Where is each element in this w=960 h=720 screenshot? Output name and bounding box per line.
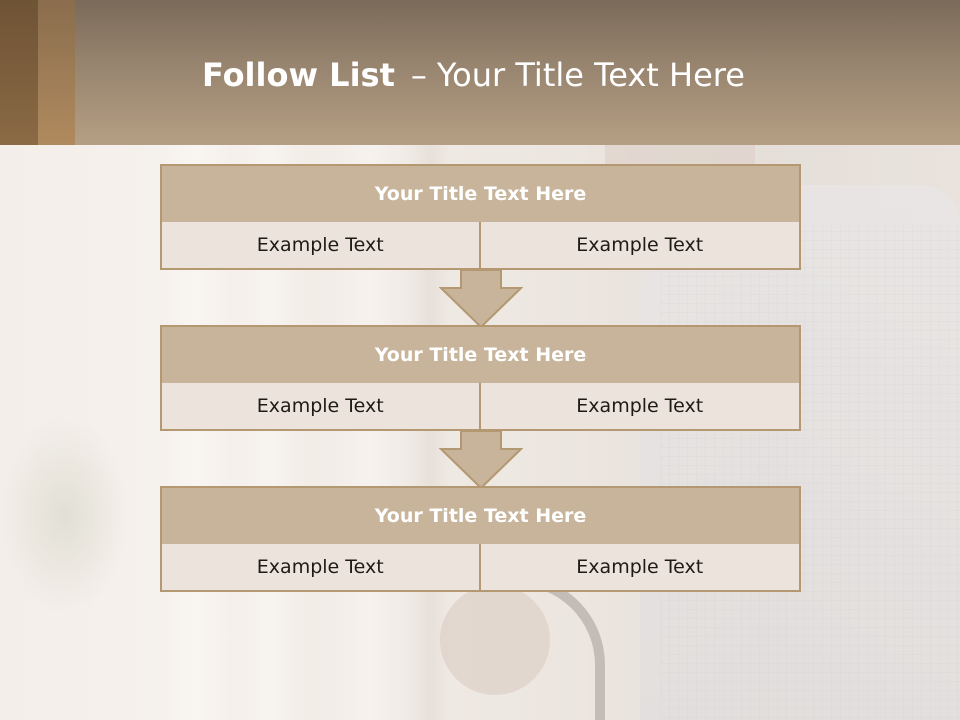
block-row: Example Text Example Text: [160, 383, 801, 431]
block-title: Your Title Text Here: [160, 486, 801, 546]
block-row: Example Text Example Text: [160, 222, 801, 270]
block-cell: Example Text: [480, 383, 801, 431]
background-person: [640, 185, 960, 720]
block-cell: Example Text: [160, 222, 481, 270]
down-arrow-icon: [439, 431, 523, 489]
header-band: Follow List–Your Title Text Here: [0, 0, 960, 145]
block-cell: Example Text: [160, 544, 481, 592]
flow-block: Your Title Text Here Example Text Exampl…: [160, 164, 801, 270]
block-cell: Example Text: [480, 222, 801, 270]
slide-title-bold: Follow List: [202, 56, 395, 94]
header-accent-stripe: [38, 0, 75, 145]
flow-block: Your Title Text Here Example Text Exampl…: [160, 486, 801, 592]
slide-title: Follow List–Your Title Text Here: [202, 56, 745, 94]
block-cell: Example Text: [480, 544, 801, 592]
block-title: Your Title Text Here: [160, 325, 801, 385]
flow-block: Your Title Text Here Example Text Exampl…: [160, 325, 801, 431]
block-title: Your Title Text Here: [160, 164, 801, 224]
slide-title-dash: –: [410, 56, 427, 94]
block-row: Example Text Example Text: [160, 544, 801, 592]
shirt-pattern: [660, 225, 960, 720]
header-accent-stripe: [0, 0, 38, 145]
background-plant: [0, 415, 130, 615]
slide-title-rest: Your Title Text Here: [436, 56, 745, 94]
down-arrow-icon: [439, 270, 523, 328]
block-cell: Example Text: [160, 383, 481, 431]
